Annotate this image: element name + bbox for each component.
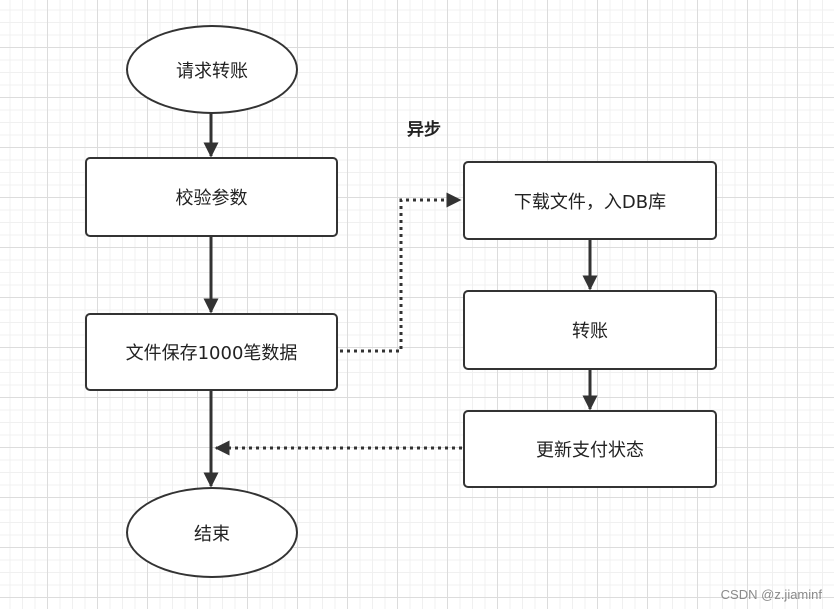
validate-node-label: 校验参数 [175, 188, 248, 209]
async-annotation: 异步 [407, 120, 441, 140]
update-status-node-label: 更新支付状态 [536, 440, 644, 461]
end-node-label: 结束 [194, 523, 230, 545]
start-node: 请求转账 [126, 25, 298, 114]
update-status-node: 更新支付状态 [463, 410, 717, 488]
watermark: CSDN @z.jiaminf [720, 587, 822, 602]
transfer-node: 转账 [463, 290, 717, 370]
async-arrow-save-to-download [340, 192, 462, 353]
download-node-label: 下载文件，入DB库 [513, 191, 667, 213]
download-node: 下载文件，入DB库 [463, 161, 717, 240]
save-file-node-label: 文件保存1000笔数据 [125, 343, 298, 364]
transfer-node-label: 转账 [572, 321, 608, 342]
start-node-label: 请求转账 [176, 60, 248, 82]
save-file-node: 文件保存1000笔数据 [85, 313, 338, 391]
end-node: 结束 [126, 487, 298, 578]
validate-node: 校验参数 [85, 157, 338, 237]
